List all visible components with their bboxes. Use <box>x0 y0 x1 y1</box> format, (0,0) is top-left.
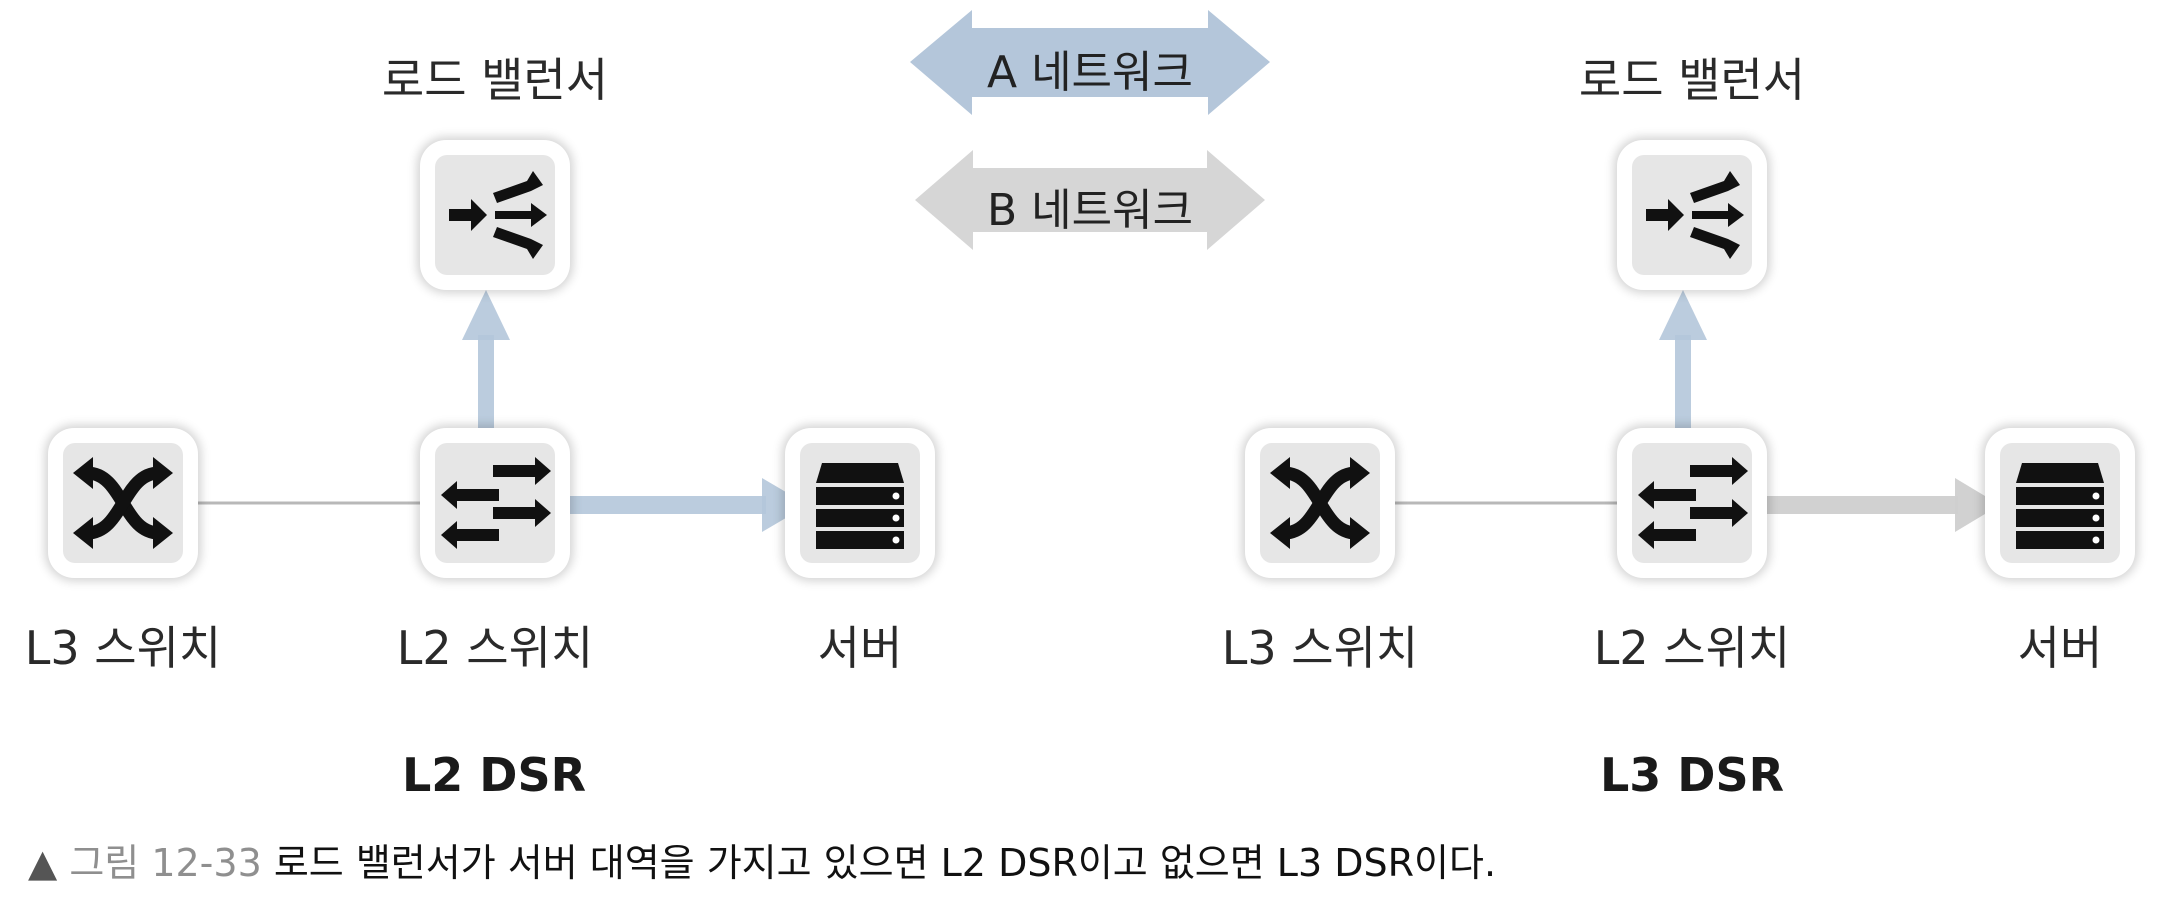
right-l2-switch-label: L2 스위치 <box>1593 621 1791 675</box>
b-network-label: B 네트워크 <box>986 185 1194 236</box>
load-balancer-icon <box>449 171 547 259</box>
right-server-label: 서버 <box>2017 621 2103 675</box>
l3-switch-icon <box>73 457 173 549</box>
l2-switch-icon <box>1638 457 1748 549</box>
triangle-icon: ▲ <box>28 841 58 885</box>
a-network-label: A 네트워크 <box>986 47 1194 98</box>
left-l2-switch-label: L2 스위치 <box>396 621 594 675</box>
l3-switch-icon <box>1270 457 1370 549</box>
b-network-banner <box>915 150 1265 250</box>
l2-switch-icon <box>441 457 551 549</box>
left-l2-switch-node <box>420 428 570 578</box>
left-l3-switch-node <box>48 428 198 578</box>
left-server-label: 서버 <box>817 621 903 675</box>
right-l3-switch-node <box>1245 428 1395 578</box>
caption-text: 로드 밸런서가 서버 대역을 가지고 있으면 L2 DSR이고 없으면 L3 D… <box>273 841 1497 885</box>
left-server-node <box>785 428 935 578</box>
left-l3-switch-label: L3 스위치 <box>24 621 222 675</box>
right-l3-switch-label: L3 스위치 <box>1221 621 1419 675</box>
right-server-node <box>1985 428 2135 578</box>
server-icon <box>816 463 904 549</box>
figure-number: 그림 12-33 <box>69 841 262 885</box>
figure-caption: ▲ 그림 12-33 로드 밸런서가 서버 대역을 가지고 있으면 L2 DSR… <box>28 832 1496 887</box>
left-diagram-title: L2 DSR <box>401 748 587 802</box>
load-balancer-icon <box>1646 171 1744 259</box>
server-icon <box>2016 463 2104 549</box>
a-network-banner <box>910 10 1270 115</box>
right-l2-switch-node <box>1617 428 1767 578</box>
right-load-balancer-node <box>1617 140 1767 290</box>
right-diagram-title: L3 DSR <box>1599 748 1785 802</box>
left-load-balancer-node <box>420 140 570 290</box>
right-load-balancer-label: 로드 밸런서 <box>1578 53 1806 107</box>
left-load-balancer-label: 로드 밸런서 <box>381 53 609 107</box>
